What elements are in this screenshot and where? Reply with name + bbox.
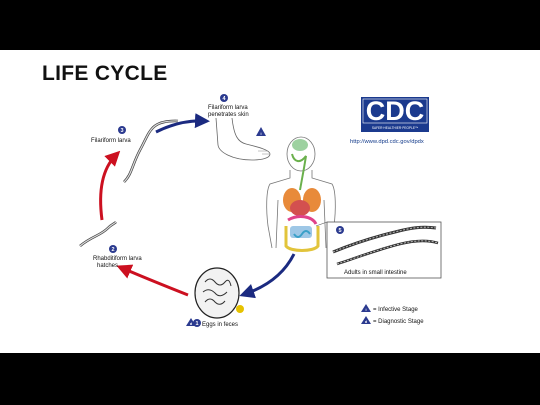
cdc-logo-text: CDC <box>366 96 425 126</box>
filariform-larva-illustration <box>123 119 179 183</box>
arrow-filariform-to-skin <box>155 113 210 134</box>
badge-stage-5 <box>336 226 344 234</box>
stage-1-number: 1 <box>195 321 198 327</box>
adult-worm-illustration <box>332 225 439 266</box>
legend-diagnostic-marker: d <box>365 320 368 324</box>
stage-3-label: Filariform larva <box>91 138 131 144</box>
life-cycle-diagram: 3 Filariform larva 4 Filariform larva pe… <box>79 94 442 328</box>
human-body-illustration <box>266 136 336 252</box>
legend-infective-label: = Infective Stage <box>373 307 419 313</box>
diagnostic-stage-egg-marker <box>236 305 244 313</box>
badge-stage-2 <box>109 245 117 253</box>
arrow-rhabditiform-to-filariform <box>99 150 121 221</box>
stage-2-number: 2 <box>111 247 114 253</box>
foot-illustration <box>215 117 271 161</box>
slide-title: LIFE CYCLE <box>42 62 168 85</box>
stage-1-label: Eggs in feces <box>202 322 238 328</box>
badge-stage-3 <box>118 126 126 134</box>
stage-2-label-line1: Rhabditiform larva <box>93 256 142 262</box>
badge-stage-4 <box>220 94 228 102</box>
badge-stage-1 <box>193 319 201 327</box>
stage-2-label-line2: hatches <box>97 263 118 269</box>
legend: i = Infective Stage d = Diagnostic Stage <box>361 304 424 325</box>
infective-stage-marker-icon <box>256 127 266 136</box>
arrow-feces-to-rhabditiform <box>116 264 189 297</box>
slide: LIFE CYCLE 3 Filariform larva 4 <box>0 50 540 353</box>
arrow-intestine-to-feces <box>239 253 296 299</box>
diagnostic-marker-text-stage1: d <box>190 322 193 326</box>
stage-5-label: Adults in small intestine <box>344 270 407 276</box>
legend-diagnostic-icon <box>361 316 371 324</box>
stage-4-number: 4 <box>222 96 226 102</box>
rhabditiform-larva-illustration <box>79 221 117 248</box>
legend-infective-marker: i <box>365 308 366 312</box>
inset-pointer-line <box>315 221 328 227</box>
cdc-logo: CDC SAFER·HEALTHIER·PEOPLE™ <box>361 96 429 132</box>
legend-diagnostic-label: = Diagnostic Stage <box>373 319 424 325</box>
egg-in-feces-illustration <box>194 267 240 319</box>
stage-5-number: 5 <box>338 228 341 234</box>
cdc-logo-tagline: SAFER·HEALTHIER·PEOPLE™ <box>372 126 418 130</box>
stage-3-number: 3 <box>120 128 123 134</box>
legend-infective-icon <box>361 304 371 312</box>
source-url: http://www.dpd.cdc.gov/dpdx <box>350 139 424 145</box>
stage-4-label-line1: Filariform larva <box>208 105 248 111</box>
infective-marker-text-stage4: i <box>260 132 261 136</box>
stage-4-label-line2: penetrates skin <box>208 112 249 118</box>
adults-inset-box <box>326 221 442 279</box>
